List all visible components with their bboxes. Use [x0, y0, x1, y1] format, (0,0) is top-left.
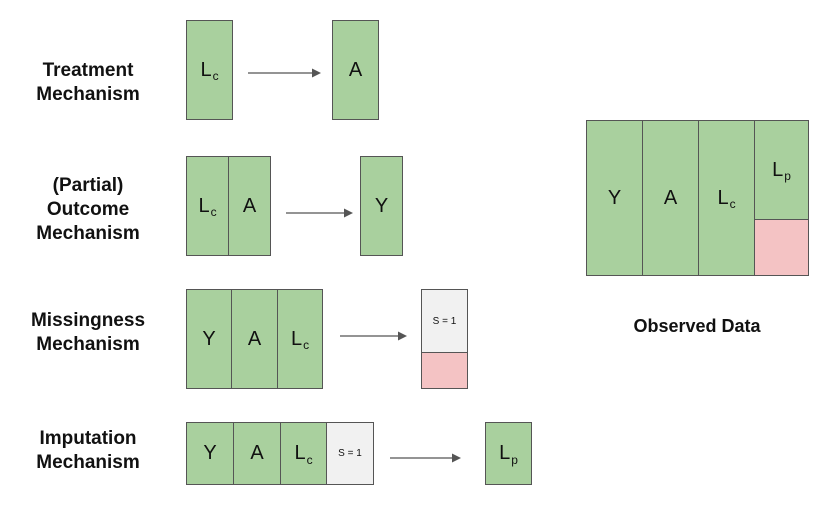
var-label: Y — [374, 194, 389, 217]
var-label: Y — [202, 327, 216, 350]
var-label: L — [294, 442, 306, 464]
treatment-mechanism-label: Treatment Mechanism — [20, 59, 156, 107]
y-box: Y — [360, 156, 403, 256]
var-label: Y — [203, 442, 217, 464]
var-label: L — [717, 186, 729, 209]
missingness-mechanism-label: Missingness Mechanism — [8, 309, 168, 357]
var-label: L — [290, 327, 303, 350]
var-label: A — [348, 58, 363, 81]
var-label: A — [663, 186, 678, 209]
arrow — [248, 68, 321, 78]
label-line: Mechanism — [36, 334, 140, 355]
arrow — [286, 208, 353, 218]
label-line: Missingness — [30, 310, 146, 331]
a-box: A — [228, 156, 271, 256]
var-label: L — [200, 58, 212, 81]
label-line: Imputation — [39, 428, 137, 449]
var-subscript: p — [511, 452, 518, 467]
label-line: Mechanism — [36, 84, 140, 105]
var-label: S = 1 — [432, 315, 457, 327]
var-label: S = 1 — [338, 448, 362, 459]
observed-lp-missing-cell — [754, 219, 809, 276]
var-label: L — [772, 158, 784, 181]
var-label: L — [499, 442, 511, 464]
arrow — [340, 331, 407, 341]
var-label: A — [242, 194, 257, 217]
a-box: A — [332, 20, 379, 120]
observed-a-column: A — [642, 120, 699, 276]
var-subscript: c — [212, 69, 219, 83]
var-subscript: c — [729, 197, 736, 211]
var-subscript: c — [306, 452, 313, 467]
label-line: Outcome — [46, 199, 130, 220]
arrow — [390, 453, 461, 463]
label-line: (Partial) — [52, 175, 124, 196]
a-box: A — [231, 289, 278, 389]
outcome-mechanism-label: (Partial) Outcome Mechanism — [20, 174, 156, 246]
s-equals-1-box: S = 1 — [326, 422, 374, 485]
y-box: Y — [186, 289, 232, 389]
a-box: A — [233, 422, 281, 485]
y-box: Y — [186, 422, 234, 485]
var-subscript: c — [210, 205, 217, 219]
var-label: L — [198, 194, 210, 217]
imputation-mechanism-label: Imputation Mechanism — [20, 427, 156, 475]
var-label: Y — [607, 186, 622, 209]
s-equals-1-box: S = 1 — [421, 289, 468, 353]
label-line: Mechanism — [36, 223, 140, 244]
var-label: A — [250, 442, 264, 464]
var-subscript: c — [303, 338, 310, 352]
observed-data-label: Observed Data — [633, 316, 761, 336]
observed-y-column: Y — [586, 120, 643, 276]
label-line: Mechanism — [36, 452, 140, 473]
missing-cell — [421, 352, 468, 389]
var-subscript: p — [784, 169, 791, 183]
var-label: A — [247, 327, 262, 350]
label-line: Treatment — [42, 60, 134, 81]
